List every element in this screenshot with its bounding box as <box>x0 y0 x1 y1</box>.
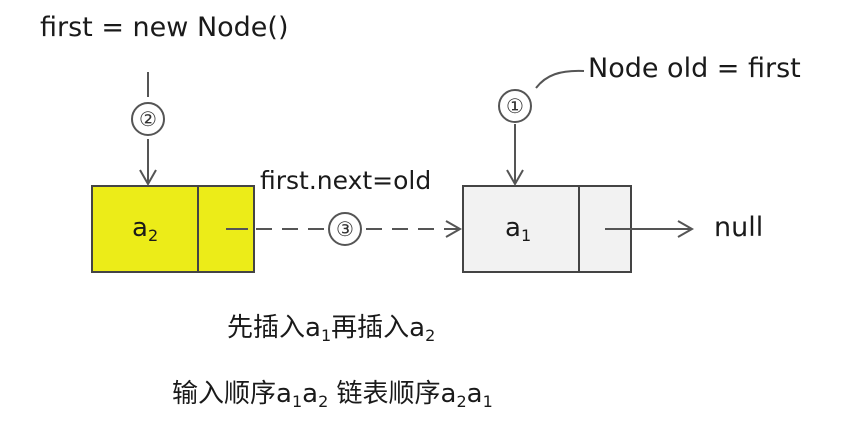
caption1-var-a: a <box>305 313 321 343</box>
node-a2-base: a <box>132 213 148 243</box>
caption-insert-order: 先插入a1再插入a2 <box>227 315 435 344</box>
arrowhead-first-to-a2 <box>139 169 157 187</box>
node-a1-subscript: 1 <box>520 226 532 245</box>
arrowhead-old-to-a1 <box>506 169 524 187</box>
caption2-text-b: 链表顺序 <box>328 379 441 409</box>
caption2-sub-c: 2 <box>456 392 467 411</box>
caption2-var-c: a <box>440 379 457 409</box>
node-a1-value-cell <box>462 185 580 273</box>
label-null: null <box>714 212 764 243</box>
label-first-next-old: first.next=old <box>260 166 432 195</box>
caption-list-order: 输入顺序a1a2 链表顺序a2a1 <box>172 381 493 410</box>
arrow-old-to-a1-upper <box>535 69 585 89</box>
label-node-old-first: Node old = first <box>588 53 801 84</box>
arrowhead-a2-to-a1 <box>445 220 463 238</box>
caption1-text-a: 先插入 <box>227 313 306 343</box>
caption1-sub-a: 1 <box>320 326 332 345</box>
caption2-sub-a: 1 <box>291 392 303 411</box>
caption2-sub-d: 1 <box>482 392 493 411</box>
caption2-var-b: a <box>302 379 319 409</box>
step-three-marker: ③ <box>328 212 362 246</box>
caption1-text-b: 再插入 <box>331 313 410 343</box>
caption2-text-a: 输入顺序 <box>172 379 277 409</box>
arrowhead-a1-to-null <box>677 220 695 238</box>
label-first-new-node: first = new Node() <box>40 12 289 43</box>
step-one-marker: ① <box>498 89 532 123</box>
caption2-sub-b: 2 <box>318 392 329 411</box>
caption2-var-a: a <box>276 379 292 409</box>
step-two-marker: ② <box>131 102 165 136</box>
caption2-var-d: a <box>466 379 483 409</box>
node-a2-label: a2 <box>132 215 158 244</box>
caption1-sub-b: 2 <box>425 326 436 345</box>
node-a2-value-cell <box>91 185 199 273</box>
node-a2-subscript: 2 <box>147 226 159 245</box>
caption1-var-b: a <box>409 313 426 343</box>
node-a1-label: a1 <box>505 215 531 244</box>
node-a1-base: a <box>505 213 521 243</box>
